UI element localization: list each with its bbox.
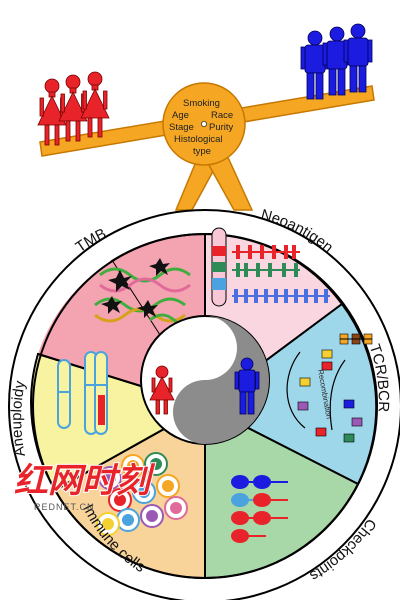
peptide-tick — [268, 263, 272, 277]
peptide-tick — [284, 289, 288, 303]
gene-segment — [343, 399, 355, 409]
gene-segment — [297, 401, 309, 411]
factor-age: Age — [172, 110, 189, 121]
gene-segment — [351, 417, 363, 427]
aneuploidy-chromosomes-icon — [57, 351, 108, 435]
recombination-arrow-left — [286, 351, 306, 429]
neoantigen-chromosome-icon — [211, 227, 227, 307]
gene-segment — [343, 433, 355, 443]
mutation-burst-icon — [101, 258, 170, 318]
peptide-tick — [264, 289, 268, 303]
peptide-tick — [234, 289, 238, 303]
recombination-arrow-right — [329, 359, 346, 431]
factor-purity: Purity — [209, 122, 234, 133]
receptor-head — [253, 475, 271, 489]
peptide-tick — [304, 289, 308, 303]
immune-cell-nucleus — [102, 518, 114, 530]
gene-segment — [321, 361, 333, 371]
receptor-head — [253, 493, 271, 507]
male-figure-icon — [300, 30, 330, 100]
female-center-icon — [149, 365, 175, 415]
female-figure-icon — [58, 74, 88, 142]
peptide-tick — [284, 245, 288, 259]
immune-cell-nucleus — [150, 458, 162, 470]
peptide-tick — [260, 245, 264, 259]
peptide-tick — [282, 263, 286, 277]
features-wheel: Recombination — [8, 206, 400, 600]
factor-race: Race — [211, 110, 233, 121]
gene-segment — [315, 427, 327, 437]
peptide-tick — [256, 263, 260, 277]
receptor-head — [253, 511, 271, 525]
male-figures-group — [300, 23, 373, 100]
receptor-head — [231, 493, 249, 507]
peptide-bars-icon — [232, 251, 330, 297]
peptide-tick — [314, 289, 318, 303]
tcr-bcr-segments-icon — [297, 333, 373, 443]
balance-scale: Smoking Age Race Stage Purity Histologic… — [39, 82, 375, 211]
checkpoint-receptors-icon — [231, 475, 288, 543]
gene-segment — [321, 349, 333, 359]
peptide-ticks-icon — [234, 245, 328, 303]
gene-segment — [299, 377, 311, 387]
factor-stage: Stage — [169, 122, 194, 133]
peptide-tick — [294, 289, 298, 303]
male-figure-icon — [343, 23, 373, 93]
wheel-inner-ring — [32, 233, 378, 579]
immune-cell-nucleus — [138, 486, 150, 498]
immune-cell-nucleus — [104, 472, 116, 484]
yin-yang-center — [140, 315, 270, 445]
peptide-tick — [324, 289, 328, 303]
immune-cell-nucleus — [122, 514, 134, 526]
peptide-tick — [244, 263, 248, 277]
peptide-tick — [274, 289, 278, 303]
immune-cells-icon — [96, 452, 188, 536]
factor-type: type — [193, 146, 211, 157]
immune-cell-nucleus — [162, 480, 174, 492]
receptor-head — [231, 511, 249, 525]
peptide-tick — [292, 245, 296, 259]
peptide-tick — [236, 245, 240, 259]
factor-histological: Histological — [174, 134, 223, 145]
watermark-logo: 红网时刻 REDNET.CN — [13, 460, 157, 512]
female-figure-icon — [80, 71, 110, 138]
watermark-main: 红网时刻 — [14, 461, 156, 501]
pivot-dot — [200, 121, 207, 128]
male-center-icon — [234, 357, 260, 415]
peptide-tick — [254, 289, 258, 303]
immune-cell-nucleus — [146, 510, 158, 522]
peptide-tick — [248, 245, 252, 259]
peptide-tick — [244, 289, 248, 303]
immune-cell-nucleus — [127, 460, 139, 472]
factor-smoking: Smoking — [183, 98, 220, 109]
immune-cell-nucleus — [170, 502, 182, 514]
receptor-head — [231, 475, 249, 489]
female-figures-group — [37, 71, 110, 146]
watermark-sub: REDNET.CN — [34, 502, 95, 512]
peptide-tick — [294, 263, 298, 277]
receptor-head — [231, 529, 249, 543]
peptide-tick — [272, 245, 276, 259]
peptide-tick — [236, 263, 240, 277]
immune-cell-nucleus — [114, 494, 126, 506]
